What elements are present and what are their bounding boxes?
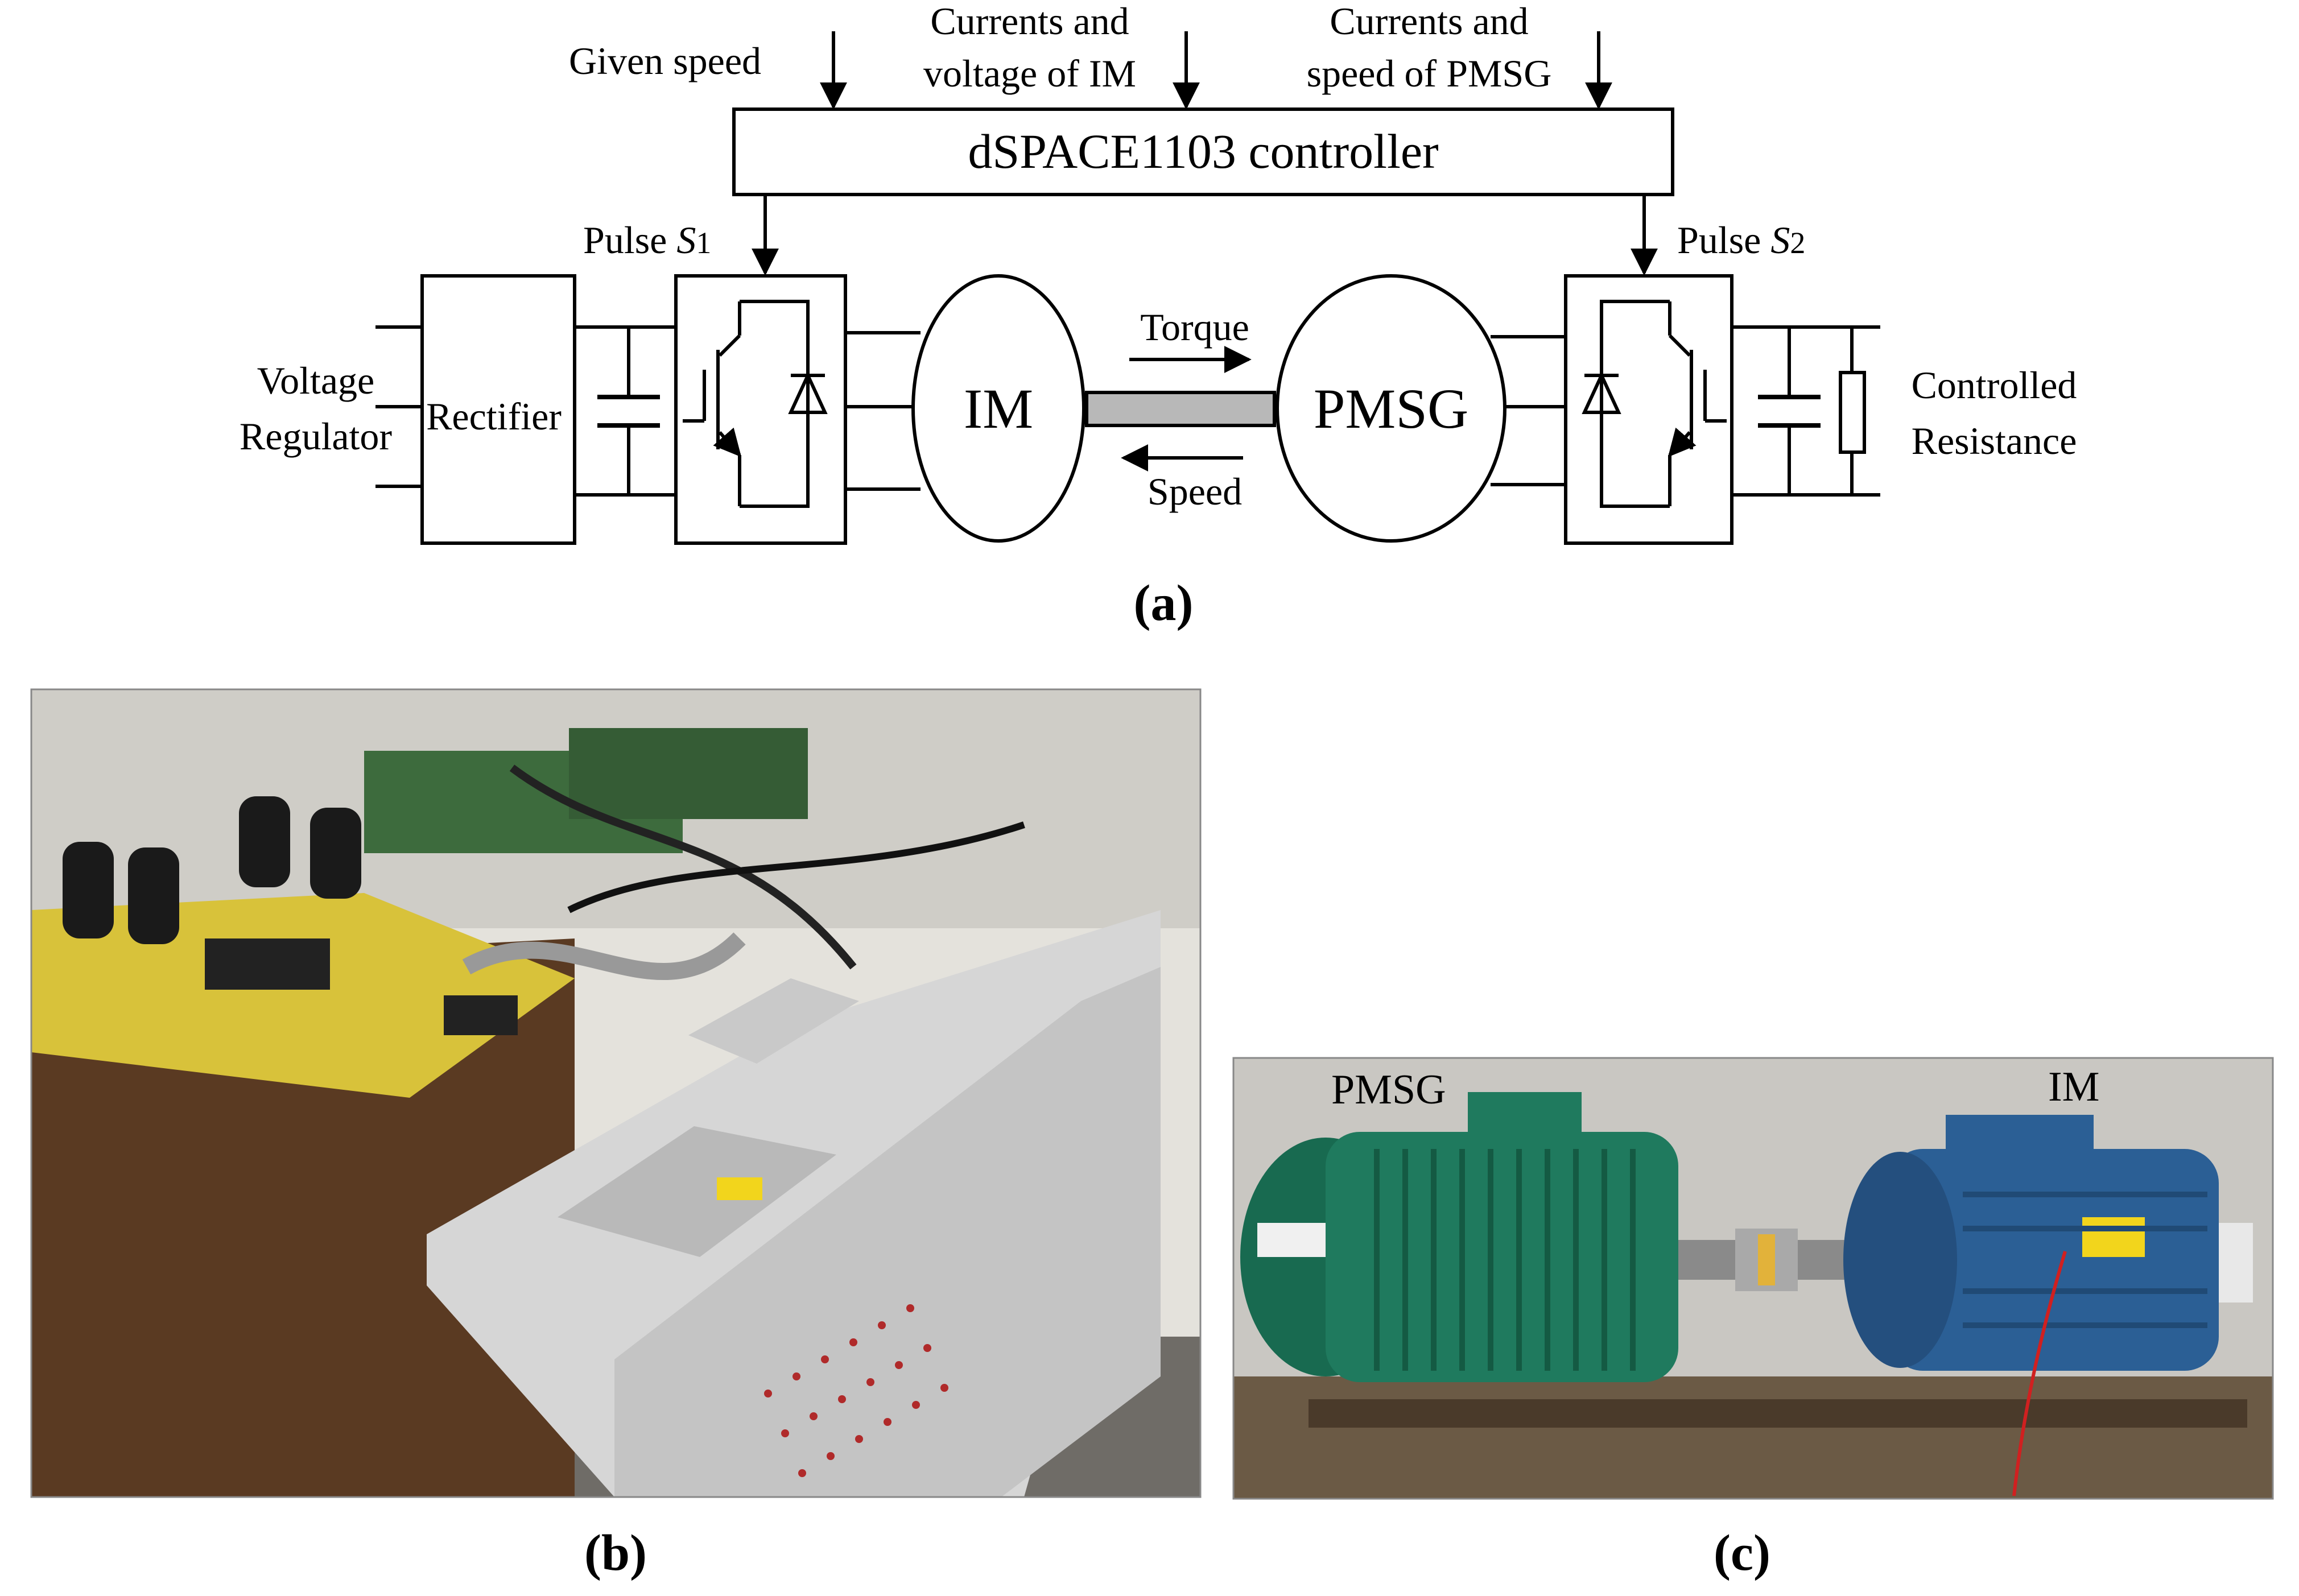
im-input-label-2: voltage of IM [923,52,1136,95]
pmsg-input-label-2: speed of PMSG [1307,52,1552,95]
speed-label: Speed [1148,470,1242,513]
photo-c-im-label: IM [2048,1064,2099,1110]
im-label: IM [964,377,1033,440]
given-speed-label: Given speed [569,39,761,82]
controlled-resistance-label-1: Controlled [1912,363,2077,407]
photo-b [30,688,1202,1498]
inverter-2 [1564,274,1733,545]
controlled-resistance-label-2: Resistance [1912,419,2077,462]
shaft [1085,391,1276,427]
torque-label: Torque [1140,305,1249,349]
im-input-label-1: Currents and [930,0,1129,43]
photo-c [1232,1057,2274,1500]
voltage-regulator-label-2: Regulator [240,415,393,458]
caption-c: (c) [1714,1525,1770,1581]
controller-box [732,107,1674,196]
im-machine [911,274,1085,543]
voltage-regulator-label-1: Voltage [257,359,375,402]
controlled-resistor [1839,371,1866,454]
pulse-s2-label: Pulse S2 [1677,218,1805,262]
controller-label: dSPACE1103 controller [968,124,1438,179]
photo-pmsg-motor [1240,1092,1678,1382]
caption-b: (b) [584,1525,647,1581]
pmsg-input-label-1: Currents and [1330,0,1528,43]
inverter-1 [674,274,847,545]
rectifier-label: Rectifier [426,395,562,438]
photo-im-motor [1843,1115,2253,1371]
pmsg-label: PMSG [1314,377,1468,440]
rectifier-box [420,274,576,545]
caption-a: (a) [1134,575,1194,631]
photo-c-pmsg-label: PMSG [1331,1066,1446,1113]
pulse-s1-label: Pulse S1 [583,218,711,262]
schematic-a [375,31,1880,545]
